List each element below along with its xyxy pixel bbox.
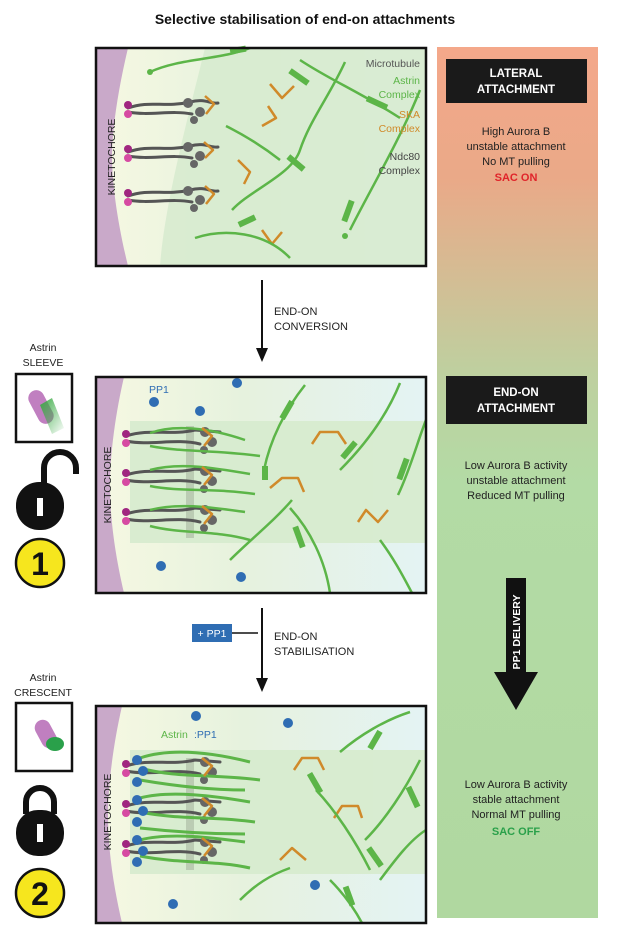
lateral-line-2: unstable attachment (466, 141, 565, 153)
conversion-label-2: CONVERSION (274, 321, 348, 333)
step-2-number: 2 (31, 876, 49, 912)
padlock-open-icon (16, 449, 79, 530)
panel-end-on: KINETOCHORE PP1 (94, 375, 428, 595)
crescent-label-2: CRESCENT (14, 687, 72, 699)
kinetochore-label: KINETOCHORE (102, 774, 114, 851)
kinetochore-label: KINETOCHORE (102, 447, 114, 524)
pp1-tag-label: + PP1 (198, 628, 227, 640)
lateral-heading-2: ATTACHMENT (477, 84, 555, 96)
panel2-kinetochore-spots (122, 430, 130, 525)
endon-heading-box (446, 376, 587, 424)
lateral-heading-box (446, 59, 587, 103)
stable-line-2: stable attachment (473, 794, 560, 806)
step-1-number: 1 (31, 546, 49, 582)
step-2-badge: 2 (14, 867, 66, 919)
sleeve-label-2: SLEEVE (23, 357, 64, 369)
legend-astrin-2: Complex (379, 89, 421, 101)
stable-line-1: Low Aurora B activity (465, 779, 568, 791)
conversion-label-1: END-ON (274, 306, 317, 318)
panel2-astrin-rods (262, 399, 410, 549)
endon-heading-2: ATTACHMENT (477, 403, 555, 415)
panel2-ndc80-group (124, 428, 222, 524)
endon-line-3: Reduced MT pulling (467, 490, 565, 502)
sidebar-panel (437, 47, 598, 918)
panel2-pp1-molecules (149, 378, 246, 582)
endon-line-2: unstable attachment (466, 475, 565, 487)
panel3-pp1-label: :PP1 (194, 729, 217, 741)
panel2-ska-complex (201, 427, 389, 525)
pp1-tag (192, 624, 232, 642)
stabilisation-label-2: STABILISATION (274, 646, 354, 658)
sac-off-label: SAC OFF (492, 826, 541, 838)
panel2-microtubules (229, 382, 428, 594)
panel3-astrin-label: Astrin (161, 729, 188, 741)
panel3-pp1-molecules (168, 711, 320, 909)
legend-ndc80-1: Ndc80 (390, 151, 421, 163)
panel2-astrin-sleeve (149, 426, 261, 542)
panel3-astrin-crescent (139, 750, 261, 870)
panel-stabilised: KINETOCHORE Astrin :PP1 (94, 704, 428, 925)
stabilisation-arrow-head (256, 678, 268, 692)
step-1-badge: 1 (14, 537, 66, 589)
pp1-delivery-label: PP1 DELIVERY (511, 595, 523, 670)
legend-ska-2: Complex (379, 123, 421, 135)
sac-on-label: SAC ON (495, 172, 538, 184)
panel-lateral: KINETOCHORE (94, 45, 428, 268)
pp1-delivery-arrow (494, 578, 538, 710)
padlock-closed-icon (16, 785, 64, 856)
panel3-kinetochore-spots (122, 760, 130, 857)
lateral-line-1: High Aurora B (482, 126, 550, 138)
stable-line-3: Normal MT pulling (471, 809, 560, 821)
panel1-ndc80-heads (183, 98, 205, 212)
conversion-arrow-head (256, 348, 268, 362)
panel1-kinetochore-spots (124, 101, 132, 206)
panel3-pp1-bound (132, 755, 148, 867)
legend-astrin-1: Astrin (393, 75, 420, 87)
panel2-pp1-label: PP1 (149, 384, 169, 396)
panel3-astrin-rods (306, 729, 421, 907)
astrin-crescent-icon (34, 719, 64, 751)
crescent-label-1: Astrin (30, 672, 57, 684)
endon-heading-1: END-ON (493, 387, 538, 399)
endon-line-1: Low Aurora B activity (465, 460, 568, 472)
figure-title: Selective stabilisation of end-on attach… (155, 11, 456, 27)
legend-ska-1: SKA (399, 109, 420, 121)
astrin-sleeve-icon (28, 390, 64, 434)
lateral-heading-1: LATERAL (490, 68, 543, 80)
legend-microtubule: Microtubule (366, 58, 420, 70)
kinetochore-label: KINETOCHORE (106, 119, 118, 196)
panel3-ska-complex (201, 756, 364, 861)
stabilisation-label-1: END-ON (274, 631, 317, 643)
legend-ndc80-2: Complex (379, 165, 421, 177)
sleeve-label-1: Astrin (30, 342, 57, 354)
lateral-line-3: No MT pulling (482, 156, 550, 168)
